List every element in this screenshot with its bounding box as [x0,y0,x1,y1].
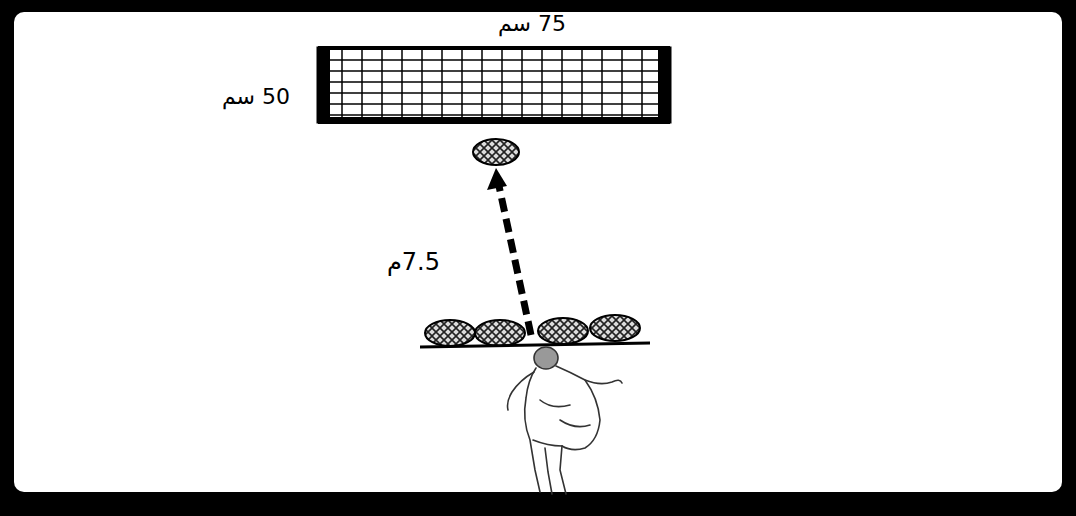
kick-arrow [487,168,531,335]
goal-net [318,46,670,124]
width-dimension: 75 سم [496,12,568,36]
height-dimension: 50 سم [220,85,292,109]
distance-label: 7.5م [385,249,442,275]
frame-ground [14,12,1062,492]
ball [473,139,519,165]
ball-row [420,315,650,347]
player-figure [508,347,623,494]
